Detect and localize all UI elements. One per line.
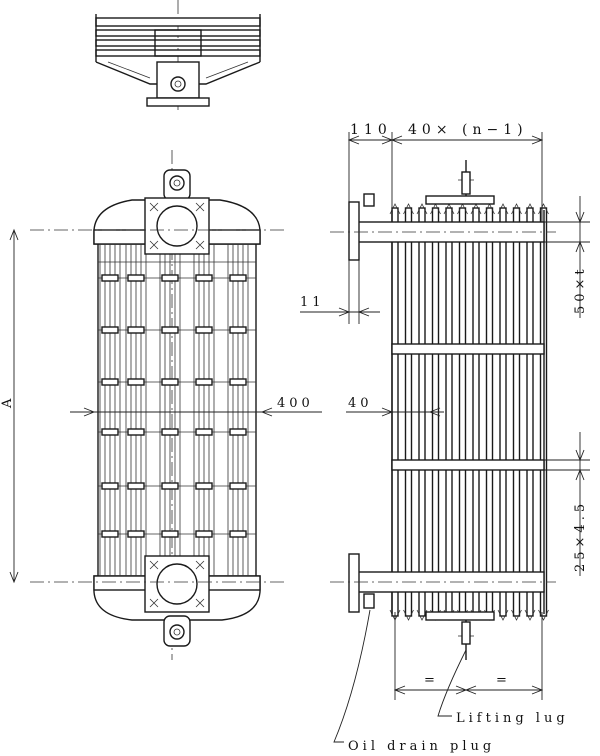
side-tube-cap-top xyxy=(497,203,509,215)
side-tube-cap-top xyxy=(511,203,522,215)
front-tie-nut xyxy=(229,530,247,538)
dimension-11-label: 11 xyxy=(300,295,325,310)
front-tie-nut xyxy=(229,378,247,386)
side-tube-cap-top xyxy=(416,203,428,215)
front-tie-nut xyxy=(101,274,119,282)
front-tie-nut xyxy=(195,274,213,282)
front-tie-nut xyxy=(101,530,119,538)
front-tie-nut xyxy=(101,326,119,334)
front-tie-nut xyxy=(161,378,179,386)
side-tube xyxy=(526,207,534,617)
front-tie-nut xyxy=(101,378,119,386)
side-tube-cap-top xyxy=(538,203,549,215)
dimension-equal: = = xyxy=(393,612,544,700)
dimension-40: 40 xyxy=(346,396,444,417)
front-tie-nut xyxy=(161,530,179,538)
equal-left-label: = xyxy=(424,673,439,688)
front-tie-nut xyxy=(161,482,179,490)
dimension-110-label: 110 xyxy=(350,122,392,138)
front-tie-nut xyxy=(229,482,247,490)
side-tube xyxy=(485,207,494,617)
side-tube xyxy=(499,207,507,617)
side-tube-cap-bottom xyxy=(403,609,414,621)
front-tie-nut xyxy=(127,482,145,490)
front-tube-bundle xyxy=(97,244,257,576)
front-view xyxy=(30,150,285,660)
front-tie-nut xyxy=(161,428,179,436)
side-tube-cap-bottom xyxy=(524,609,536,621)
side-tube xyxy=(512,207,521,617)
front-tie-bars xyxy=(98,261,256,538)
dimension-11: 11 xyxy=(300,260,380,324)
front-tie-nut xyxy=(229,274,247,282)
front-tie-nut xyxy=(127,530,145,538)
dimension-pitch: 110 40× (n−1) xyxy=(347,122,544,222)
front-tie-nut xyxy=(101,482,119,490)
annotations: Lifting lug Oil drain plug xyxy=(333,609,569,754)
front-tie-nut xyxy=(195,326,213,334)
front-tie-nut xyxy=(195,482,213,490)
dimension-400-label: 400 xyxy=(277,396,314,411)
lifting-lug-label: Lifting lug xyxy=(456,711,569,726)
side-tube-cap-bottom xyxy=(511,609,522,621)
equal-right-label: = xyxy=(496,673,511,688)
top-view xyxy=(95,0,261,112)
front-tie-nut xyxy=(127,326,145,334)
front-tie-nut xyxy=(127,274,145,282)
front-tie-nut xyxy=(127,428,145,436)
dimension-25x45: 25×4.5 xyxy=(544,432,590,576)
front-tie-nut xyxy=(161,326,179,334)
front-tie-nut xyxy=(127,378,145,386)
dimension-25x45-label: 25×4.5 xyxy=(573,500,588,572)
oil-drain-plug-label: Oil drain plug xyxy=(348,739,495,754)
front-tie-nut xyxy=(195,428,213,436)
front-tie-nut xyxy=(229,428,247,436)
dimension-400: 400 xyxy=(70,396,322,417)
side-tube-cap-top xyxy=(524,203,536,215)
dimension-a-label: A xyxy=(0,398,15,409)
dimension-50t-label: 50×t xyxy=(573,265,588,314)
dimension-40-label: 40 xyxy=(348,396,373,411)
side-tube-cap-bottom xyxy=(538,609,549,621)
front-tie-nut xyxy=(195,530,213,538)
dimension-50t: 50×t xyxy=(544,196,590,318)
side-tube xyxy=(445,207,453,617)
side-tube xyxy=(458,207,467,617)
side-tube-cap-bottom xyxy=(497,609,509,621)
front-tie-nut xyxy=(195,378,213,386)
side-tube-cap-top xyxy=(403,203,414,215)
dimension-a: A xyxy=(0,228,19,584)
dimension-40n-label: 40× (n−1) xyxy=(408,122,528,138)
front-tie-nut xyxy=(229,326,247,334)
front-tie-nut xyxy=(101,428,119,436)
side-tube xyxy=(472,207,480,617)
front-tie-nut xyxy=(161,274,179,282)
